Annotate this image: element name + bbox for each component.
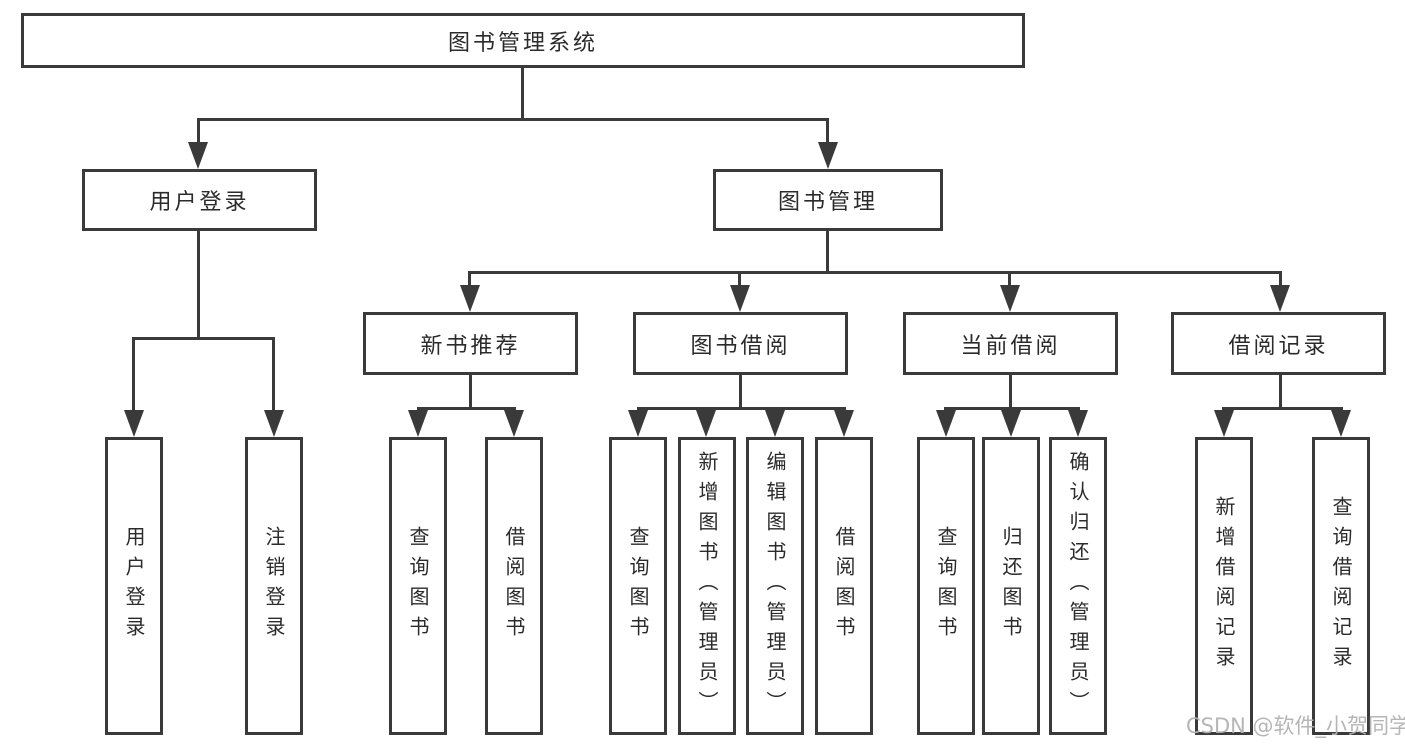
node-book-borrowing: 图书借阅 xyxy=(633,312,848,375)
leaf-return-books: 归还图书 xyxy=(982,437,1040,735)
leaf-label: 查询图书 xyxy=(934,526,958,646)
connector-line xyxy=(197,118,829,121)
leaf-query-books-borrowing: 查询图书 xyxy=(609,437,667,735)
connector-line xyxy=(132,337,135,412)
arrowhead-icon xyxy=(264,410,284,437)
leaf-label: 查询借阅记录 xyxy=(1329,496,1353,676)
arrowhead-icon xyxy=(818,142,838,169)
node-library-management-system: 图书管理系统 xyxy=(21,13,1025,68)
connector-line xyxy=(1009,374,1012,410)
connector-line xyxy=(1279,271,1282,288)
leaf-logout: 注销登录 xyxy=(245,437,303,735)
node-label: 借阅记录 xyxy=(1228,333,1329,359)
node-current-borrowing: 当前借阅 xyxy=(903,312,1118,375)
leaf-label: 编辑图书（管理员） xyxy=(763,451,787,721)
leaf-add-borrow-record: 新增借阅记录 xyxy=(1195,437,1253,735)
leaf-edit-books-admin: 编辑图书（管理员） xyxy=(746,437,804,735)
connector-line xyxy=(826,231,829,274)
node-label: 图书管理 xyxy=(777,190,878,215)
connector-line xyxy=(739,374,742,410)
node-borrowing-records: 借阅记录 xyxy=(1171,312,1386,375)
arrowhead-icon xyxy=(730,285,750,312)
leaf-label: 确认归还（管理员） xyxy=(1066,451,1090,721)
leaf-label: 注销登录 xyxy=(262,526,286,646)
leaf-label: 用户登录 xyxy=(122,526,146,646)
arrowhead-icon xyxy=(628,410,648,437)
connector-line xyxy=(468,271,1282,274)
node-new-book-recommendation: 新书推荐 xyxy=(363,312,578,375)
leaf-label: 归还图书 xyxy=(999,526,1023,646)
arrowhead-icon xyxy=(460,285,480,312)
arrowhead-icon xyxy=(188,142,208,169)
leaf-query-borrow-record: 查询借阅记录 xyxy=(1312,437,1370,735)
arrowhead-icon xyxy=(504,410,524,437)
connector-line xyxy=(1279,374,1282,410)
node-user-login: 用户登录 xyxy=(82,169,317,231)
connector-line xyxy=(417,407,516,410)
arrowhead-icon xyxy=(1214,410,1234,437)
node-label: 图书管理系统 xyxy=(447,30,598,56)
connector-line xyxy=(637,407,846,410)
connector-line xyxy=(826,118,829,146)
connector-line xyxy=(132,337,275,340)
arrowhead-icon xyxy=(1331,410,1351,437)
leaf-borrow-books-recommend: 借阅图书 xyxy=(485,437,543,735)
arrowhead-icon xyxy=(696,410,716,437)
leaf-label: 查询图书 xyxy=(626,526,650,646)
connector-line xyxy=(1222,407,1343,410)
connector-line xyxy=(1008,271,1011,288)
arrowhead-icon xyxy=(936,410,956,437)
arrowhead-icon xyxy=(124,410,144,437)
arrowhead-icon xyxy=(1270,285,1290,312)
node-label: 用户登录 xyxy=(149,190,250,215)
connector-line xyxy=(468,271,471,288)
connector-line xyxy=(944,407,1080,410)
leaf-add-books-admin: 新增图书（管理员） xyxy=(678,437,736,735)
leaf-confirm-return-admin: 确认归还（管理员） xyxy=(1049,437,1107,735)
leaf-label: 新增图书（管理员） xyxy=(695,451,719,721)
leaf-label: 借阅图书 xyxy=(502,526,526,646)
leaf-user-login: 用户登录 xyxy=(105,437,163,735)
leaf-borrow-books: 借阅图书 xyxy=(815,437,873,735)
leaf-query-books-recommend: 查询图书 xyxy=(389,437,447,735)
arrowhead-icon xyxy=(834,410,854,437)
node-book-management: 图书管理 xyxy=(713,169,943,231)
connector-line xyxy=(272,337,275,412)
connector-line xyxy=(469,374,472,410)
leaf-label: 借阅图书 xyxy=(832,526,856,646)
connector-line xyxy=(197,118,200,146)
leaf-query-books-current: 查询图书 xyxy=(917,437,975,735)
arrowhead-icon xyxy=(1068,410,1088,437)
leaf-label: 查询图书 xyxy=(406,526,430,646)
watermark: CSDN @软件_小贺同学 xyxy=(1186,714,1405,738)
arrowhead-icon xyxy=(1001,410,1021,437)
node-label: 当前借阅 xyxy=(960,333,1061,359)
leaf-label: 新增借阅记录 xyxy=(1212,496,1236,676)
connector-line xyxy=(738,271,741,288)
connector-line xyxy=(197,231,200,340)
node-label: 图书借阅 xyxy=(690,333,791,359)
connector-line xyxy=(521,68,524,121)
arrowhead-icon xyxy=(408,410,428,437)
arrowhead-icon xyxy=(1000,285,1020,312)
node-label: 新书推荐 xyxy=(420,333,521,359)
arrowhead-icon xyxy=(765,410,785,437)
